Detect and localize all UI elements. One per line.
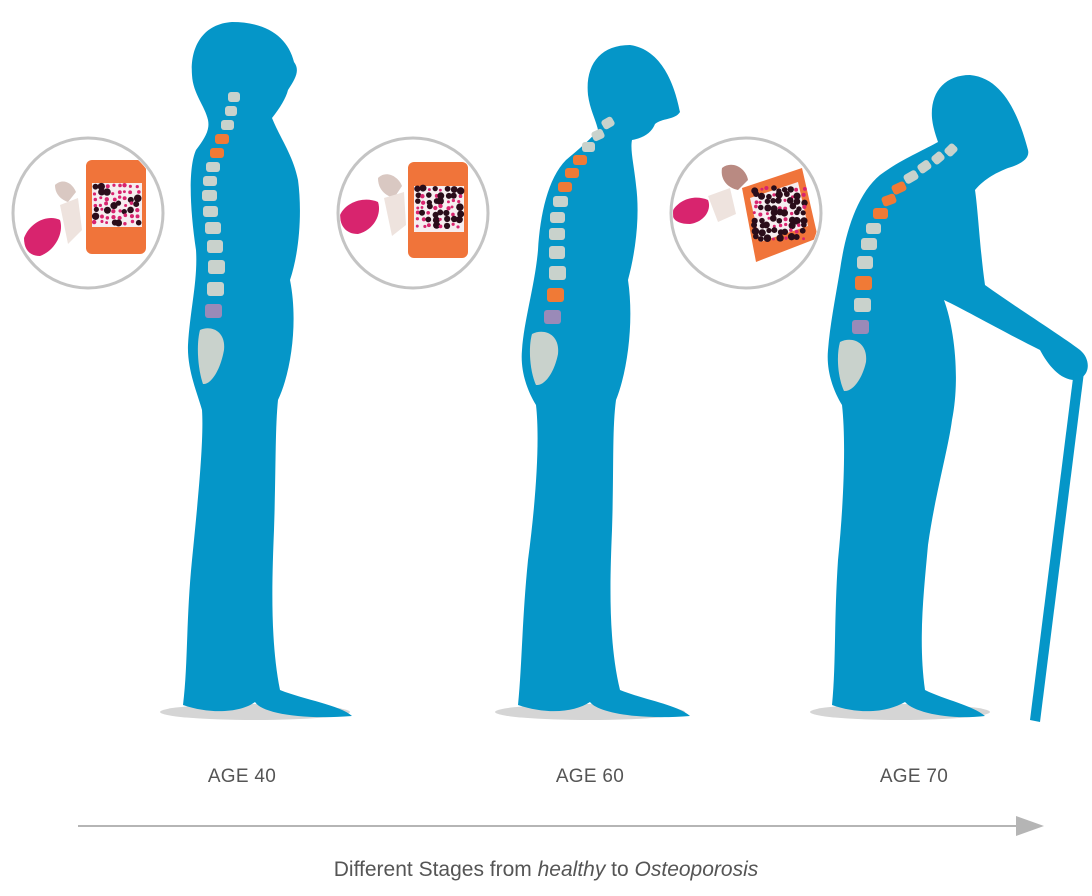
figure-age-40 [160, 22, 352, 720]
age-label-70: AGE 70 [880, 766, 948, 788]
caption: Different Stages from healthy to Osteopo… [334, 858, 759, 882]
caption-osteoporosis: Osteoporosis [635, 858, 759, 881]
age-label-60: AGE 60 [556, 766, 624, 788]
cane [1030, 370, 1084, 722]
vertebra-inset-reduced [338, 138, 488, 288]
figure-age-60 [495, 45, 690, 720]
vertebra-inset-osteoporosis [671, 138, 821, 288]
vertebra-inset-healthy [13, 138, 163, 288]
figure-age-70 [810, 75, 1088, 722]
caption-healthy: healthy [538, 858, 606, 881]
caption-text-1: Different Stages from [334, 858, 538, 881]
age-label-40: AGE 40 [208, 766, 276, 788]
caption-text-2: to [605, 858, 634, 881]
